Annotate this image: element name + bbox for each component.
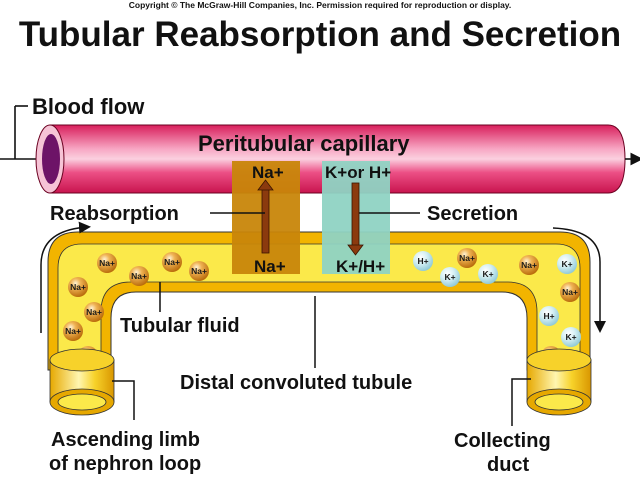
ion-sodium: Na+ <box>189 261 209 281</box>
ion-circle <box>539 306 559 326</box>
ion-sodium: Na+ <box>97 253 117 273</box>
ion-label: Na+ <box>164 257 180 267</box>
ion-sodium: Na+ <box>84 302 104 322</box>
ion-label: K+ <box>482 269 493 279</box>
ion-label: H+ <box>417 256 428 266</box>
collecting-duct-opening <box>526 348 592 416</box>
ion-circle <box>97 253 117 273</box>
ion-label: K+ <box>444 272 455 282</box>
ascending-limb-label-line1: Ascending limb <box>51 429 200 451</box>
ion-label: Na+ <box>521 260 537 270</box>
ion-circle <box>189 261 209 281</box>
ion-sodium: Na+ <box>68 277 88 297</box>
ion-circle <box>68 277 88 297</box>
ion-proton: H+ <box>539 306 559 326</box>
ion-proton: H+ <box>413 251 433 271</box>
distal-convoluted-tubule <box>47 231 591 371</box>
ion-label: K+ <box>565 332 576 342</box>
ion-circle <box>440 267 460 287</box>
reabsorption-ion-top: Na+ <box>252 163 284 182</box>
collecting-duct-label-line1: Collecting <box>454 430 551 452</box>
ion-label: Na+ <box>131 271 147 281</box>
ion-circle <box>413 251 433 271</box>
blood-flow-label: Blood flow <box>32 94 145 119</box>
ion-circle <box>519 255 539 275</box>
ion-sodium: Na+ <box>63 321 83 341</box>
ion-sodium: Na+ <box>162 252 182 272</box>
ion-circle <box>129 266 149 286</box>
fluid-flow-left-arrow <box>40 221 91 333</box>
tubular-fluid-label: Tubular fluid <box>120 315 240 337</box>
ascending-limb-label-line2: of nephron loop <box>49 453 201 475</box>
ion-label: K+ <box>561 259 572 269</box>
ion-potassium: K+ <box>440 267 460 287</box>
ion-label: Na+ <box>191 266 207 276</box>
ions-layer: Na+ Na+ Na+ Na+ Na+ Na+ Na+ Na+ H+ K+ Na+ K+ Na+ K+ Na… <box>63 248 581 366</box>
secretion-ion-top: K+or H+ <box>325 163 391 182</box>
dct-label: Distal convoluted tubule <box>180 372 412 394</box>
secretion-ion-bottom: K+/H+ <box>336 257 385 276</box>
ion-sodium: Na+ <box>129 266 149 286</box>
ion-label: H+ <box>543 311 554 321</box>
ion-label: Na+ <box>65 326 81 336</box>
reabsorption-label: Reabsorption <box>50 203 179 225</box>
ion-circle <box>557 254 577 274</box>
ion-circle <box>457 248 477 268</box>
ion-potassium: K+ <box>557 254 577 274</box>
fluid-flow-right-arrow <box>552 227 606 333</box>
secretion-label: Secretion <box>427 203 518 225</box>
ion-sodium: Na+ <box>519 255 539 275</box>
ion-circle <box>162 252 182 272</box>
ion-circle <box>63 321 83 341</box>
ion-label: Na+ <box>562 287 578 297</box>
ion-circle <box>561 327 581 347</box>
ion-label: Na+ <box>459 253 475 263</box>
ion-circle <box>84 302 104 322</box>
page-title: Tubular Reabsorption and Secretion <box>19 15 621 54</box>
peritubular-capillary-label: Peritubular capillary <box>198 131 410 156</box>
reabsorption-arrow <box>257 179 274 254</box>
ascending-limb-leader <box>112 380 135 420</box>
ion-label: Na+ <box>99 258 115 268</box>
collecting-duct-leader <box>511 378 531 426</box>
ion-potassium: K+ <box>561 327 581 347</box>
secretion-arrow <box>347 182 364 256</box>
ion-label: Na+ <box>86 307 102 317</box>
reabsorption-ion-bottom: Na+ <box>254 257 286 276</box>
ion-circle <box>478 264 498 284</box>
copyright-notice: Copyright © The McGraw-Hill Companies, I… <box>129 0 512 10</box>
capillary-lumen <box>42 134 60 184</box>
ascending-limb-opening <box>49 348 115 416</box>
ion-label: Na+ <box>70 282 86 292</box>
ion-potassium: K+ <box>478 264 498 284</box>
collecting-duct-label-line2: duct <box>487 454 530 476</box>
ion-sodium: Na+ <box>560 282 580 302</box>
ion-circle <box>560 282 580 302</box>
ion-sodium: Na+ <box>457 248 477 268</box>
